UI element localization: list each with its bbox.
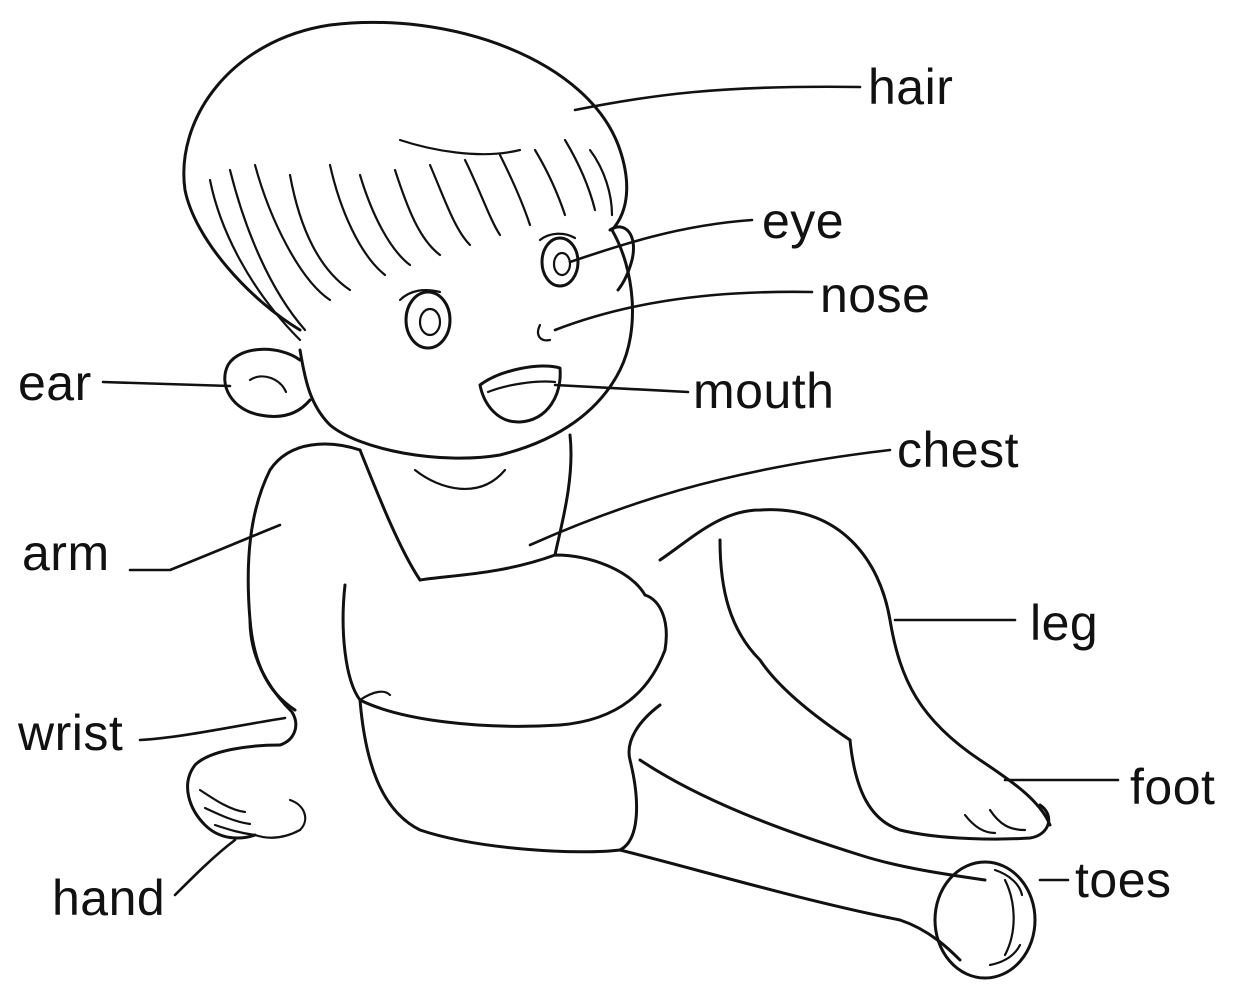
shorts	[360, 700, 660, 852]
face-outline	[300, 230, 632, 458]
vest-neck	[415, 470, 505, 489]
leader-chest	[530, 450, 890, 545]
label-nose: nose	[820, 270, 930, 320]
arm-group	[188, 620, 306, 838]
leader-hand	[175, 840, 235, 895]
label-toes: toes	[1075, 855, 1172, 905]
leader-nose	[555, 292, 812, 330]
label-ear: ear	[18, 358, 92, 408]
label-hand: hand	[52, 873, 165, 923]
mouth-drawing	[480, 366, 560, 422]
ear-drawing	[225, 349, 310, 416]
label-foot: foot	[1130, 762, 1215, 812]
leader-wrist	[140, 718, 285, 740]
hair-outline	[184, 22, 627, 330]
vest-right-strap	[555, 435, 571, 555]
label-chest: chest	[897, 425, 1019, 475]
vest-left-strap	[360, 450, 420, 580]
label-arm: arm	[22, 528, 110, 578]
label-wrist: wrist	[18, 708, 123, 758]
label-hair: hair	[868, 62, 953, 112]
label-leg: leg	[1030, 598, 1098, 648]
leader-lines	[103, 87, 1118, 895]
label-eye: eye	[762, 196, 844, 246]
leader-arm	[130, 525, 280, 570]
leader-hair	[575, 87, 860, 110]
vest-body	[343, 585, 666, 726]
leg-group	[620, 510, 1050, 978]
leader-eye	[570, 220, 752, 262]
head-group	[184, 22, 634, 458]
leader-ear	[103, 382, 230, 386]
leader-mouth	[555, 385, 688, 392]
label-mouth: mouth	[693, 366, 834, 416]
raised-leg	[660, 510, 1050, 825]
torso-group	[248, 435, 666, 852]
